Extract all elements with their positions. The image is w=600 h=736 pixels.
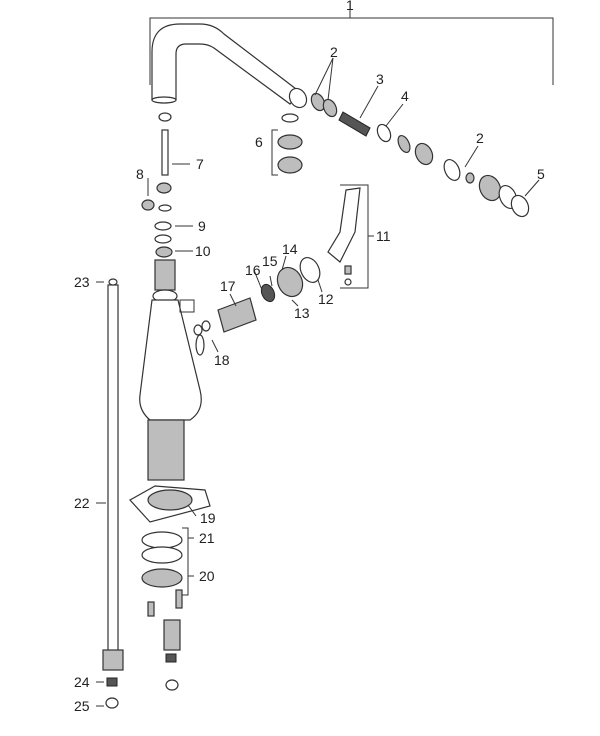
threaded-shank — [147, 419, 185, 481]
callout-16: 16 — [245, 262, 261, 278]
callout-18: 18 — [214, 352, 230, 368]
callout-23: 23 — [74, 274, 90, 290]
flexible-hose — [102, 278, 124, 709]
callout-1: 1 — [346, 0, 354, 13]
tap-body — [139, 259, 205, 421]
callout-21: 21 — [199, 530, 215, 546]
part-6-rings — [271, 113, 303, 176]
callout-2b: 2 — [476, 130, 484, 146]
mounting-rings — [141, 527, 189, 596]
callout-24: 24 — [74, 674, 90, 690]
callout-2a: 2 — [330, 44, 338, 60]
callout-13: 13 — [294, 305, 310, 321]
callout-12: 12 — [318, 291, 334, 307]
callout-9: 9 — [198, 218, 206, 234]
callout-10: 10 — [195, 243, 211, 259]
callout-6: 6 — [255, 134, 263, 150]
callout-17: 17 — [220, 278, 236, 294]
callout-19: 19 — [200, 510, 216, 526]
base-plate — [129, 485, 211, 523]
callout-3: 3 — [376, 71, 384, 87]
callout-25: 25 — [74, 698, 90, 714]
aerator-assembly — [310, 92, 530, 218]
callout-14: 14 — [282, 241, 298, 257]
bracket-part-1 — [149, 4, 554, 85]
callout-8: 8 — [136, 166, 144, 182]
callout-22: 22 — [74, 495, 90, 511]
bottom-fittings — [147, 589, 183, 691]
callout-20: 20 — [199, 568, 215, 584]
callout-11: 11 — [376, 228, 391, 244]
cartridge-parts — [193, 257, 321, 336]
handle-lever — [327, 184, 369, 289]
callout-15: 15 — [262, 253, 278, 269]
callout-4: 4 — [401, 88, 409, 104]
callout-labels: 1 2 3 4 2 5 6 7 8 9 10 11 14 15 16 12 17… — [74, 0, 545, 714]
spout — [151, 23, 308, 109]
callout-5: 5 — [537, 166, 545, 182]
leader-lines — [96, 57, 540, 707]
spindle-parts — [141, 112, 173, 258]
callout-7: 7 — [196, 156, 204, 172]
